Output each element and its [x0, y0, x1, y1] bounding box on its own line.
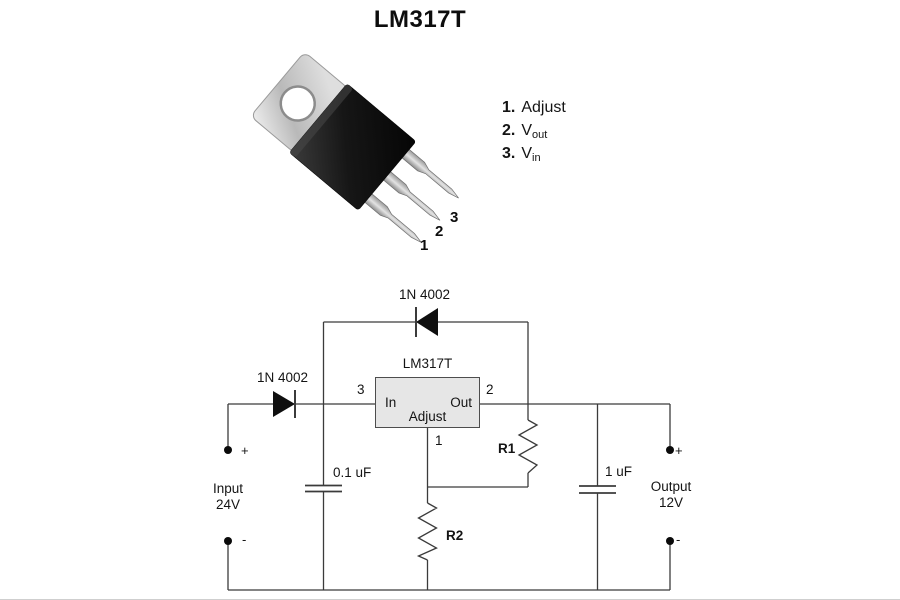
input-voltage: 24V [215, 497, 241, 512]
output-plus-sign: + [675, 443, 683, 458]
c2-capacitor-symbol [579, 485, 616, 494]
output-negative-terminal [666, 537, 674, 545]
output-title: Output [650, 479, 692, 494]
output-minus-sign: - [676, 532, 681, 547]
package-pin-2-marker: 2 [435, 223, 444, 240]
to220-package-image [252, 54, 459, 243]
r2-resistor-symbol [416, 502, 438, 561]
pin-legend-item-adjust: 1. Adjust [502, 99, 566, 122]
pin-legend-subscript: out [532, 129, 548, 141]
regulator-pin3-number: 3 [357, 382, 365, 397]
regulator-pin1-number: 1 [435, 433, 443, 448]
package-pin-1-marker: 1 [420, 237, 429, 254]
package-pin-3-marker: 3 [450, 209, 459, 226]
output-port-label: Output 12V [639, 479, 703, 511]
regulator-out-label: Out [450, 395, 472, 410]
c2-label: 1 uF [605, 464, 633, 479]
pin-legend-number: 1. [502, 99, 516, 116]
protection-diode-label: 1N 4002 [399, 287, 451, 302]
page-title: LM317T [373, 6, 467, 33]
pin-legend: 1. Adjust 2. Vout 3. Vin [502, 99, 566, 168]
r2-label: R2 [446, 528, 464, 543]
regulator-name-label: LM317T [402, 356, 453, 371]
c1-capacitor-symbol [305, 484, 342, 493]
pin-legend-item-vin: 3. Vin [502, 145, 566, 168]
to220-body-bevel [290, 84, 352, 157]
input-port-label: Input 24V [196, 481, 260, 513]
pin-legend-name: V [521, 145, 533, 162]
circuit-wires [227, 321, 671, 591]
to220-mounting-hole [279, 85, 316, 122]
protection-diode-symbol [415, 307, 438, 337]
regulator-in-label: In [385, 395, 397, 410]
regulator-box: In Out Adjust [375, 377, 480, 428]
pin-legend-number: 2. [502, 122, 516, 139]
c1-label: 0.1 uF [333, 465, 372, 480]
input-diode-label: 1N 4002 [257, 370, 309, 385]
output-positive-terminal [666, 446, 674, 454]
r1-label: R1 [498, 441, 516, 456]
regulator-pin2-number: 2 [486, 382, 494, 397]
output-voltage: 12V [658, 495, 684, 510]
to220-pin-1 [358, 188, 422, 243]
pin-legend-number: 3. [502, 145, 516, 162]
input-negative-terminal [224, 537, 232, 545]
input-title: Input [212, 481, 244, 496]
input-positive-terminal [224, 446, 232, 454]
to220-pin-3 [395, 143, 459, 199]
to220-pin-2 [376, 166, 441, 221]
input-diode-symbol [273, 390, 296, 418]
input-minus-sign: - [242, 532, 247, 547]
r1-resistor-symbol [517, 419, 539, 474]
input-plus-sign: + [241, 443, 249, 458]
pin-legend-name: Adjust [521, 99, 566, 116]
pin-legend-item-vout: 2. Vout [502, 122, 566, 145]
pin-legend-subscript: in [532, 152, 541, 164]
regulator-adjust-label: Adjust [408, 409, 447, 424]
pin-legend-name: V [521, 122, 533, 139]
